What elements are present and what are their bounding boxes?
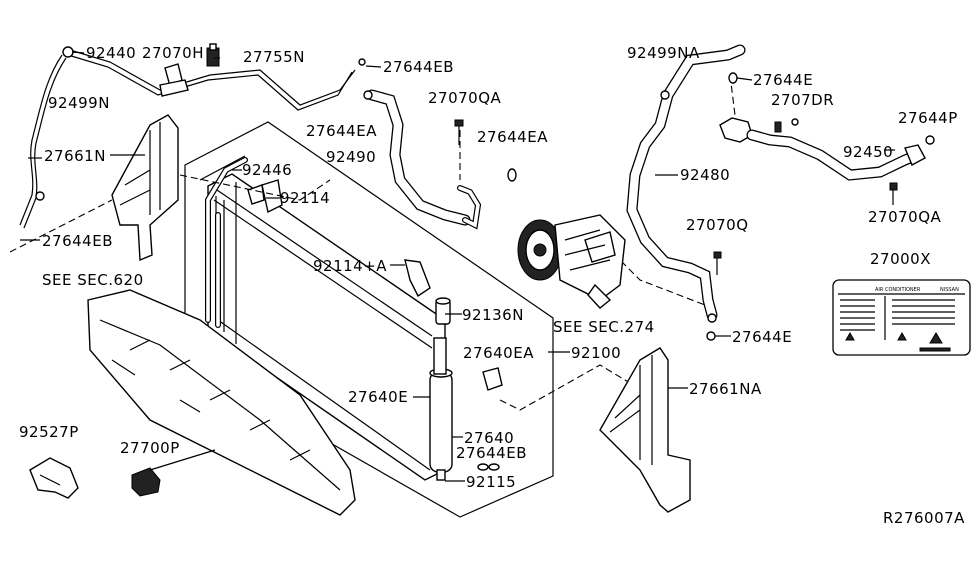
label-92527p: 92527P: [19, 423, 79, 441]
bolt-27070qa: [454, 119, 464, 145]
seal-27661na: [599, 347, 691, 513]
sensor-27700p: [131, 449, 216, 497]
label-27070qa-right: 27070QA: [868, 208, 942, 226]
bracket-92527p: [29, 457, 79, 499]
label-27640: 27640: [464, 429, 514, 447]
label-92114: 92114: [280, 189, 330, 207]
part-27755n: [206, 43, 220, 67]
label-92499n: 92499N: [48, 94, 110, 112]
label-92115: 92115: [466, 473, 516, 491]
hose-92450: [719, 117, 926, 181]
front-air-guide: [87, 289, 356, 516]
label-92446: 92446: [242, 161, 292, 179]
seal-27661n: [111, 114, 179, 262]
o-ring-27644ea: [507, 168, 517, 182]
clamp-27070h: [159, 63, 189, 97]
label-27640e: 27640E: [348, 388, 408, 406]
o-ring-27644e-bottom: [706, 331, 716, 341]
ac-label-brand: NISSAN: [940, 287, 959, 293]
label-27755n: 27755N: [243, 48, 305, 66]
label-27070q: 27070Q: [686, 216, 749, 234]
hose-92440: [19, 46, 356, 229]
bracket-92114a: [404, 259, 431, 298]
bolt-27070qa-right: [889, 182, 898, 205]
label-27644e-top: 27644E: [753, 71, 813, 89]
label-27644eb-top: 27644EB: [383, 58, 454, 76]
label-27644e-bottom: 27644E: [732, 328, 792, 346]
label-92440: 92440: [86, 44, 136, 62]
hose-92490: [358, 58, 482, 230]
bolt-27070q: [713, 251, 722, 275]
hose-92480: [626, 44, 746, 323]
label-27700p: 27700P: [120, 439, 180, 457]
label-92480: 92480: [680, 166, 730, 184]
label-see-sec-620: SEE SEC.620: [42, 271, 144, 289]
label-2707dr: 2707DR: [771, 91, 834, 109]
label-27000x: 27000X: [870, 250, 931, 268]
label-see-sec-274: SEE SEC.274: [553, 318, 655, 336]
label-92490: 92490: [326, 148, 376, 166]
label-92114a: 92114+A: [313, 257, 387, 275]
label-27661n: 27661N: [44, 147, 106, 165]
receiver-drier: [429, 297, 453, 481]
label-27640ea: 27640EA: [463, 344, 534, 362]
label-92450: 92450: [843, 143, 893, 161]
ac-label-title: AIR CONDITIONER: [875, 287, 921, 293]
label-27644ea-a: 27644EA: [306, 122, 377, 140]
label-diagram-ref: R276007A: [883, 509, 965, 527]
bracket-92114: [247, 179, 283, 214]
label-27644eb-left: 27644EB: [42, 232, 113, 250]
label-27070qa-mid: 27070QA: [428, 89, 502, 107]
label-92136n: 92136N: [462, 306, 524, 324]
label-92100: 92100: [571, 344, 621, 362]
part-labels: 92440 27070H 27755N 27644EB 92499N 27661…: [19, 44, 965, 527]
clamp-27640ea: [482, 367, 503, 391]
label-27661na: 27661NA: [689, 380, 762, 398]
o-ring-27644e-top: [728, 72, 738, 84]
o-rings-bottom: [477, 463, 500, 471]
compressor: [517, 214, 626, 309]
label-27644p: 27644P: [898, 109, 958, 127]
label-27070h: 27070H: [142, 44, 204, 62]
label-27644eb-bottom: 27644EB: [456, 444, 527, 462]
condenser-pipes: [205, 157, 248, 328]
label-leaders: [20, 51, 895, 482]
label-27644ea-b: 27644EA: [477, 128, 548, 146]
ac-caution-label: AIR CONDITIONER NISSAN: [832, 279, 971, 356]
o-ring-27644p: [925, 135, 935, 145]
label-92499na: 92499NA: [627, 44, 700, 62]
